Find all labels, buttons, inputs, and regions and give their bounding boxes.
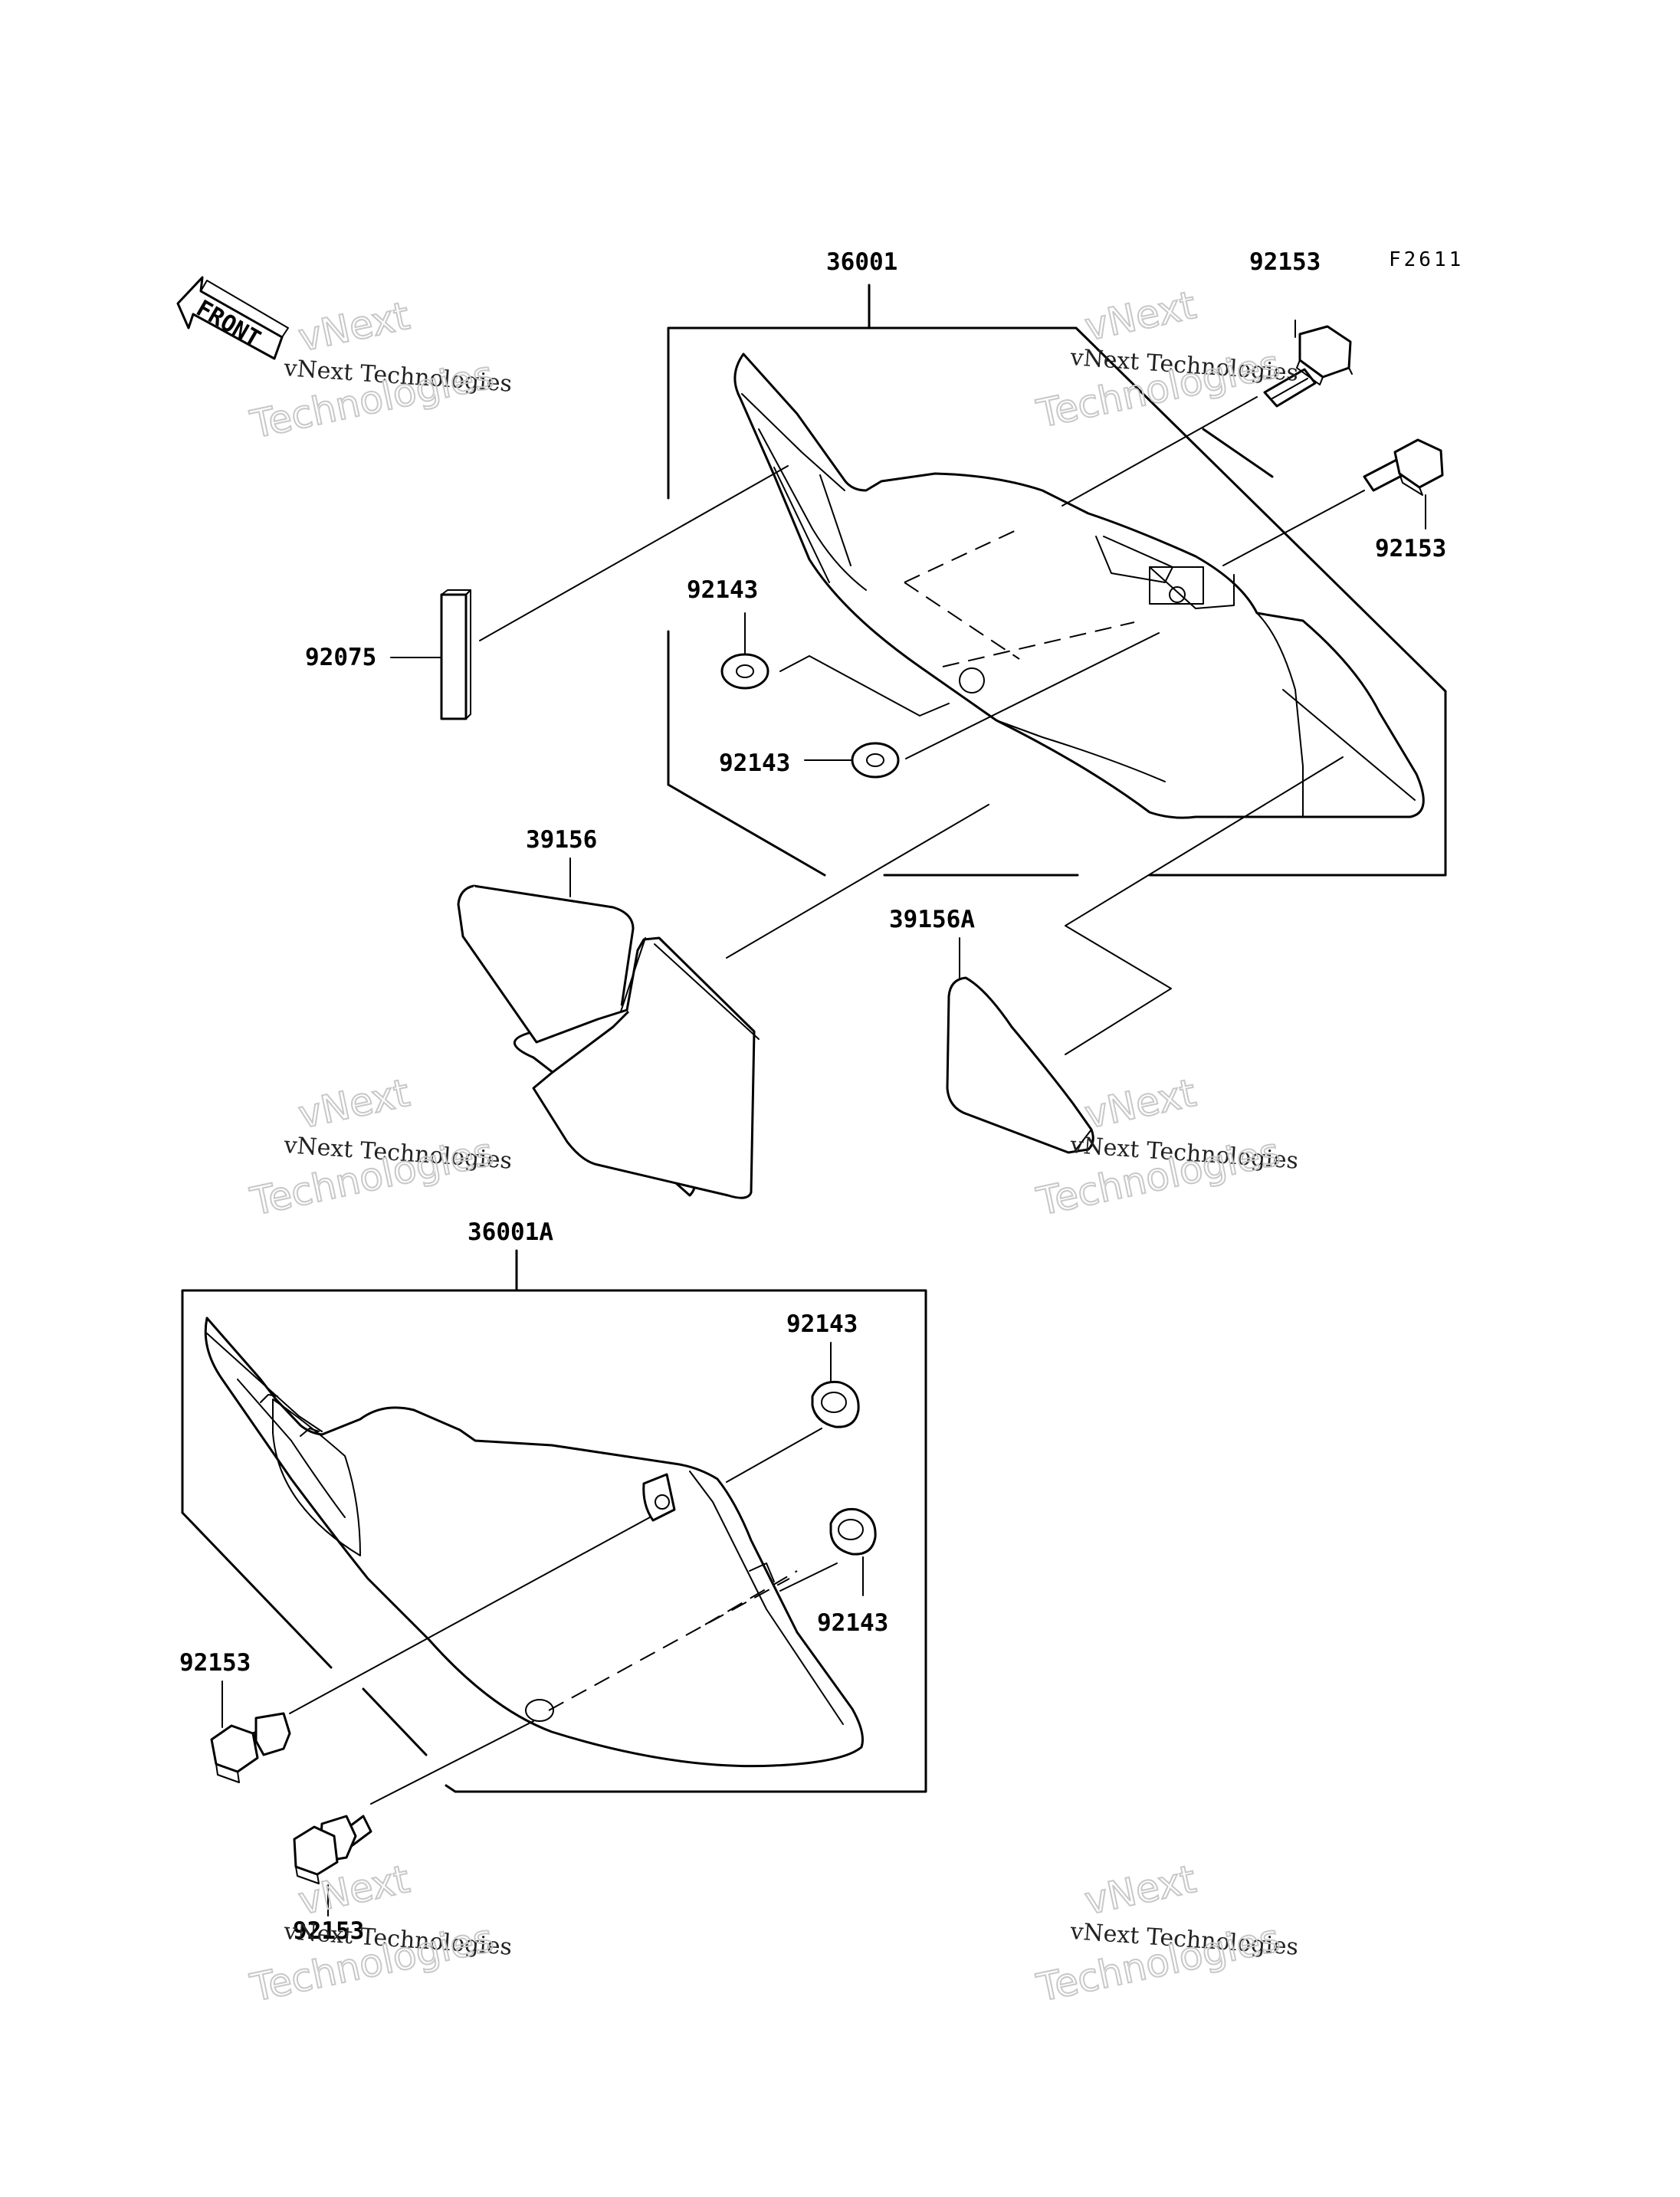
svg-text:vNext: vNext [294,293,413,360]
watermark-1: vNext vNext Technologies Technologies [246,293,514,448]
side-cover-left [204,1317,864,1768]
figure-code: F2611 [1389,248,1464,271]
watermark-2: vNext vNext Technologies Technologies [1032,282,1300,438]
callout-39156A: 39156A [889,906,975,933]
svg-text:vNext: vNext [1081,1071,1199,1137]
washer-92143-d [829,1507,877,1556]
callout-92153-top: 92153 [1249,248,1321,276]
front-arrow-icon: FRONT [176,276,289,360]
frame-36001 [667,326,1447,877]
svg-text:vNext: vNext [294,1071,413,1137]
watermark-3: vNext vNext Technologies Technologies [246,1070,514,1225]
washer-92143-b [851,742,900,779]
upper-assembly [390,284,1447,1199]
callout-92153-right: 92153 [1375,535,1446,562]
front-label: FRONT [192,295,265,353]
watermark-4: vNext vNext Technologies Technologies [1032,1070,1300,1225]
callout-92143-b: 92143 [719,749,790,777]
callout-92153-bottom: 92153 [293,1917,364,1945]
callout-92143-d: 92143 [817,1609,888,1637]
watermark-6: vNext vNext Technologies Technologies [1032,1856,1300,2012]
washer-92143-c [811,1380,860,1428]
side-cover-right [733,353,1425,819]
bolt-92153-top [1263,325,1353,408]
callout-92143-a: 92143 [687,576,758,604]
callout-39156: 39156 [526,826,597,854]
callout-92153-left: 92153 [179,1649,251,1677]
callout-36001: 36001 [826,248,897,276]
bolt-92153-bottom [293,1815,372,1884]
svg-text:vNext: vNext [1081,283,1199,349]
watermark-5: vNext vNext Technologies Technologies [246,1856,514,2012]
bolt-92153-right [1363,438,1444,496]
callout-36001A: 36001A [468,1218,553,1246]
sticker-39156 [457,884,760,1199]
callout-92075: 92075 [305,644,376,671]
callout-labels: 36001 92153 92153 92143 92143 92075 3915… [179,248,1446,1945]
bolt-92153-left [210,1712,291,1783]
svg-text:vNext: vNext [1081,1857,1199,1923]
frame-36001A [181,1289,518,1514]
washer-92143-a [720,653,769,690]
pad-92075 [440,589,471,720]
callout-92143-c: 92143 [786,1310,858,1338]
sticker-39156A [946,976,1094,1154]
lower-assembly [181,1249,927,1917]
